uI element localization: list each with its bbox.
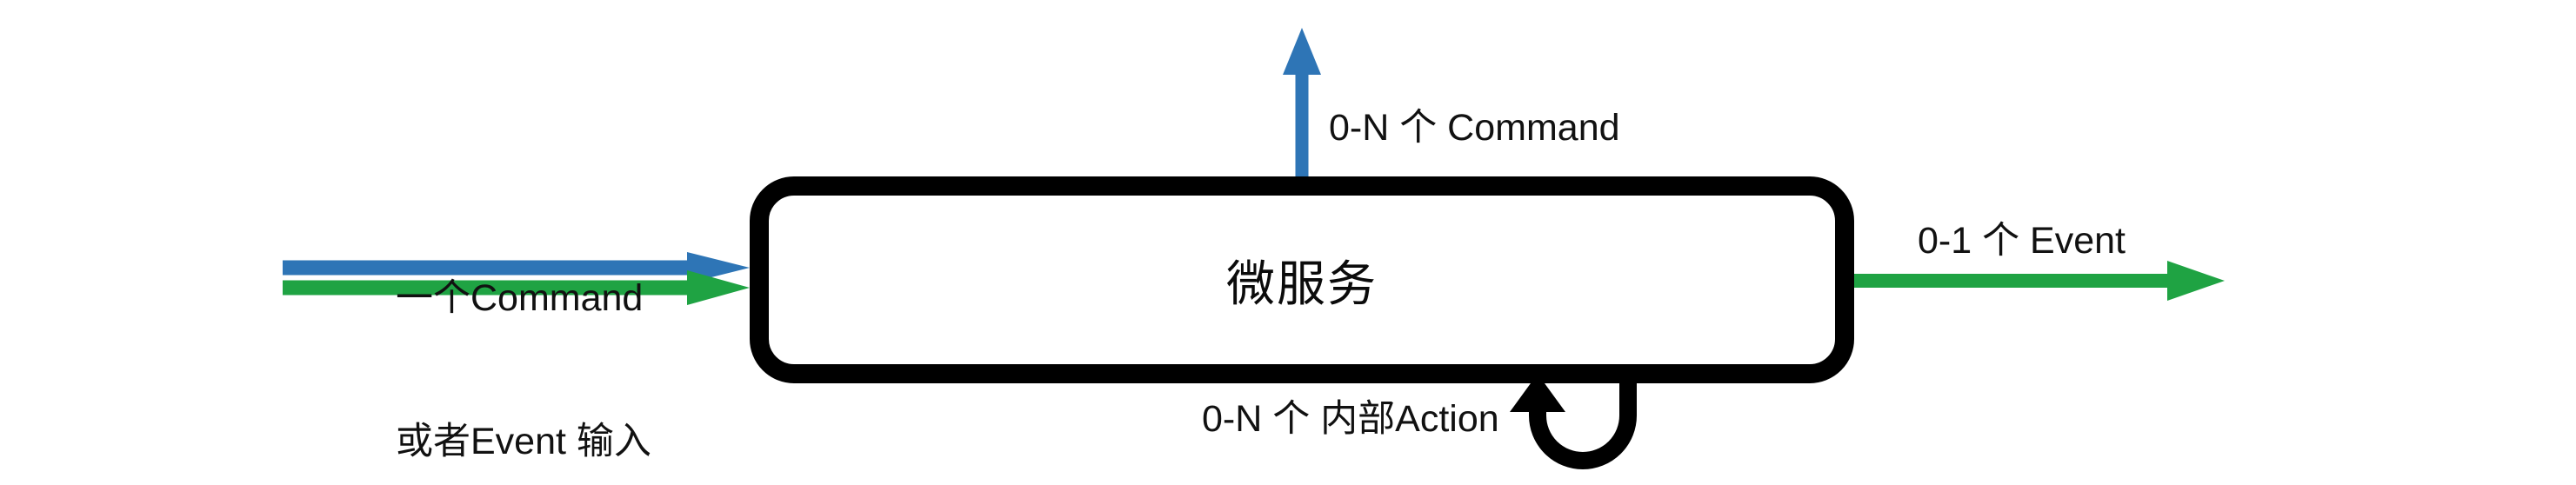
output-command-label: 0-N 个 Command <box>1329 107 1620 149</box>
internal-action-loop-arrow <box>1510 374 1637 469</box>
service-box-shape <box>750 176 1854 383</box>
input-flow-label-line-2: 或者Event 输入 <box>396 421 651 463</box>
input-flow-label-line-1: 一个Command <box>396 277 644 320</box>
service-box-label: 微服务 <box>1226 256 1378 311</box>
output-command-arrow-blue <box>1283 28 1321 181</box>
input-arrow-green <box>283 270 750 305</box>
internal-action-label: 0-N 个 内部Action <box>1202 398 1499 440</box>
output-event-arrow-green <box>1854 261 2225 301</box>
output-event-label: 0-1 个 Event <box>1918 220 2126 262</box>
input-flow-label: 一个Command 或者Event 输入 <box>396 179 651 485</box>
